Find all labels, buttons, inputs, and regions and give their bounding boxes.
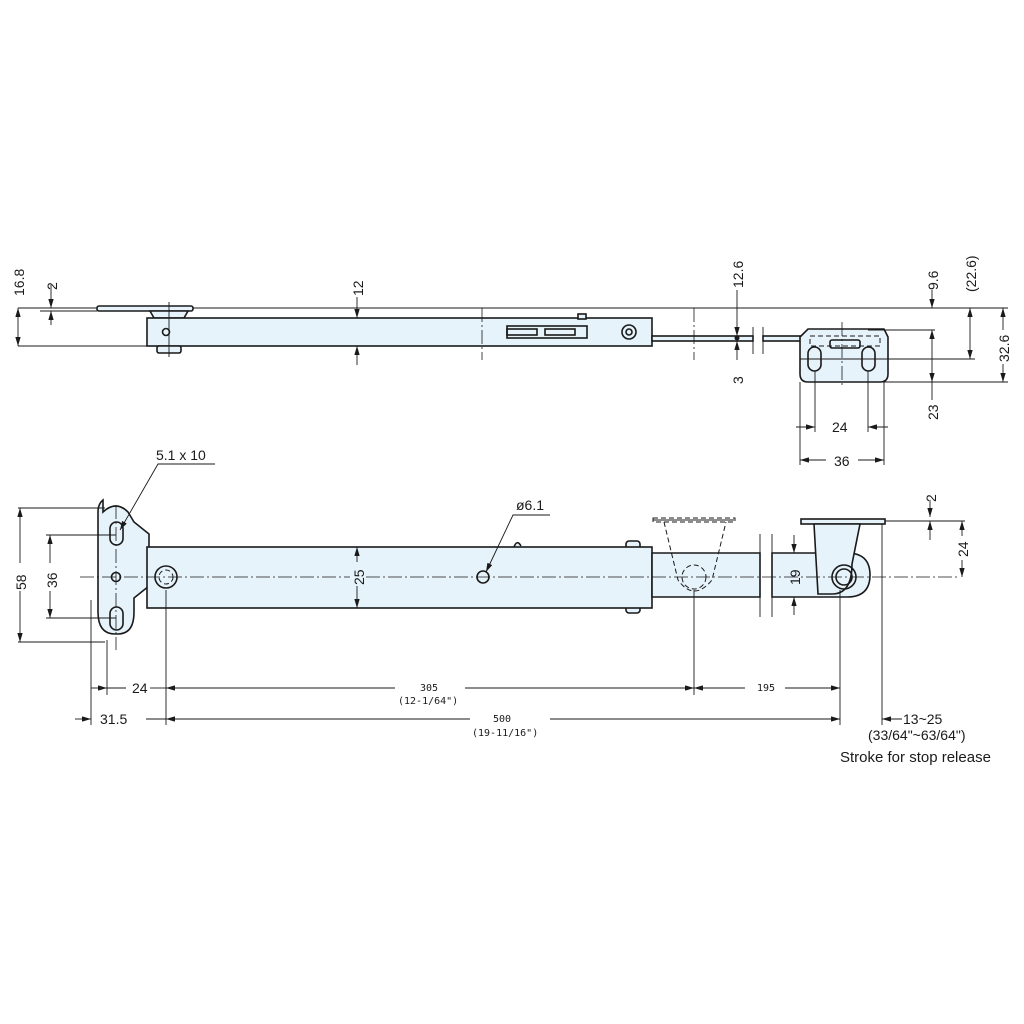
dim-19: 19 bbox=[787, 569, 803, 585]
dim-58: 58 bbox=[13, 574, 29, 590]
dim-9-6: 9.6 bbox=[925, 270, 941, 290]
slot-icon bbox=[109, 521, 124, 546]
end-bracket bbox=[813, 523, 861, 595]
slot-icon bbox=[109, 606, 124, 631]
dim-23: 23 bbox=[925, 404, 941, 420]
dim-12-6: 12.6 bbox=[730, 261, 746, 288]
bottom-view: 58 36 25 19 2 24 5.1 x 10 ø6.1 24 bbox=[12, 447, 991, 766]
pivot-icon bbox=[161, 327, 171, 337]
dim-500-inch: (19-11/16") bbox=[472, 728, 538, 739]
dim-31-5: 31.5 bbox=[100, 711, 127, 727]
dim-36: 36 bbox=[44, 572, 60, 588]
dim-36-bracket: 36 bbox=[834, 453, 850, 469]
dim-24-bracket: 24 bbox=[832, 419, 848, 435]
dim-3: 3 bbox=[730, 376, 746, 384]
dim-32-6: 32.6 bbox=[996, 335, 1012, 362]
stroke-range: 13~25 bbox=[903, 711, 943, 727]
stroke-caption: Stroke for stop release bbox=[840, 749, 991, 766]
dim-24-offset: 24 bbox=[132, 680, 148, 696]
dim-22-6: (22.6) bbox=[963, 255, 979, 292]
dim-16-8: 16.8 bbox=[11, 269, 27, 296]
dim-12: 12 bbox=[350, 280, 366, 296]
dim-25: 25 bbox=[351, 569, 367, 585]
hole-diameter-label: ø6.1 bbox=[516, 497, 544, 513]
dim-195: 195 bbox=[757, 683, 775, 694]
rivet-icon bbox=[621, 324, 637, 340]
dim-500: 500 bbox=[493, 714, 511, 725]
dim-2: 2 bbox=[44, 282, 60, 290]
dim-24-height: 24 bbox=[955, 541, 971, 557]
stay-bar bbox=[146, 546, 653, 609]
stay-bar-top bbox=[146, 317, 653, 347]
dim-305: 305 bbox=[420, 683, 438, 694]
stroke-range-inch: (33/64"~63/64") bbox=[868, 727, 966, 743]
slot-size-label: 5.1 x 10 bbox=[156, 447, 206, 463]
dim-305-inch: (12-1/64") bbox=[398, 696, 458, 707]
dim-2-bracket: 2 bbox=[923, 494, 939, 502]
top-view: 16.8 2 12 12.6 3 9.6 23 (22.6) 32.6 24 3… bbox=[11, 255, 1012, 469]
